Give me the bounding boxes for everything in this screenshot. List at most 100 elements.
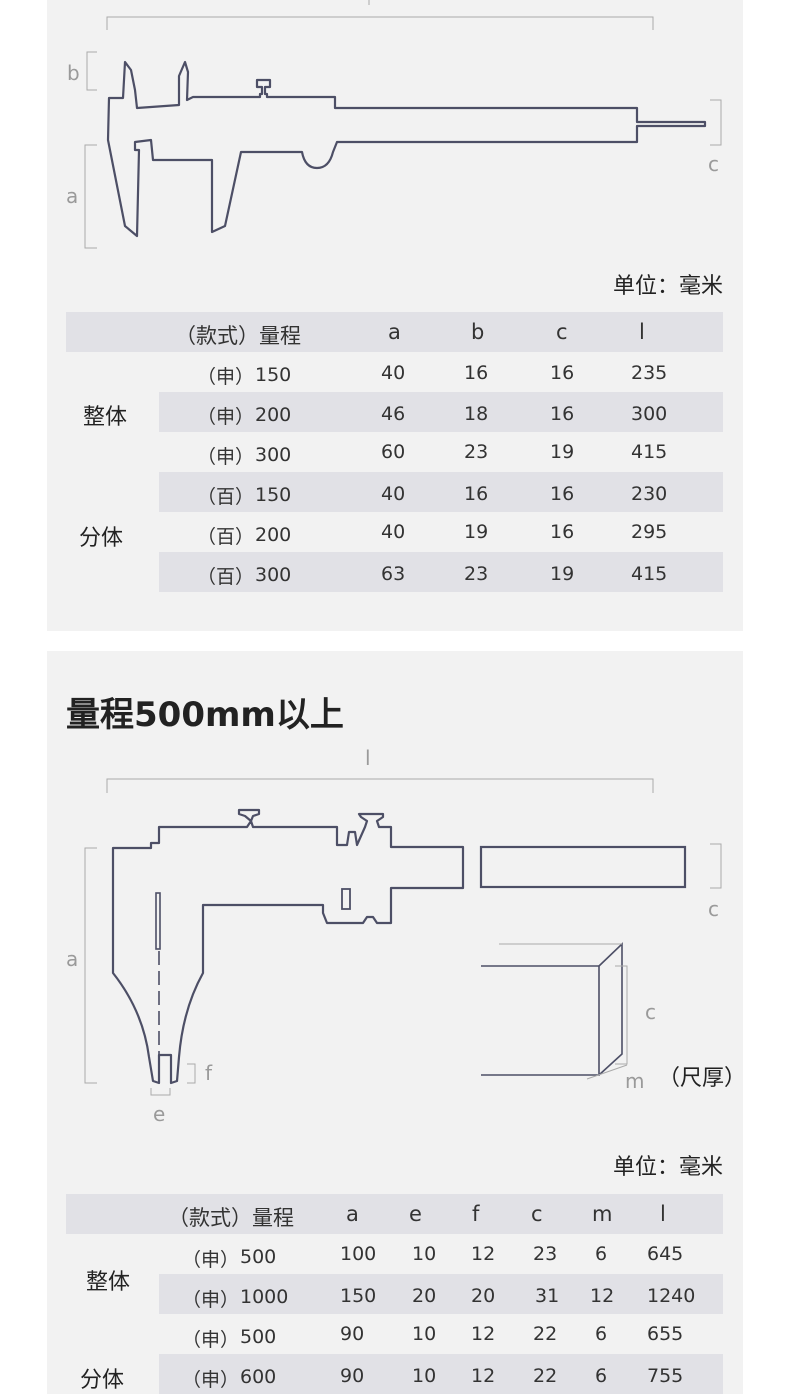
cell-e: 10 bbox=[412, 1323, 437, 1345]
cell-c: 23 bbox=[533, 1243, 558, 1265]
dim-label-c-thickness: c bbox=[645, 1000, 656, 1024]
cell-range: 1000 bbox=[240, 1286, 289, 1308]
cell-f: 12 bbox=[471, 1365, 496, 1387]
cell-b: 16 bbox=[464, 483, 489, 505]
header-c: c bbox=[531, 1202, 543, 1226]
cell-l: 230 bbox=[631, 483, 668, 505]
header-c: c bbox=[556, 320, 568, 344]
cell-c: 16 bbox=[550, 362, 575, 384]
cell-range: 300 bbox=[255, 444, 292, 466]
cell-style: （百） bbox=[197, 526, 255, 548]
cell-a: 40 bbox=[381, 483, 406, 505]
dim-label-m: m bbox=[625, 1069, 644, 1093]
cell-m: 6 bbox=[595, 1243, 608, 1265]
cell-c: 16 bbox=[550, 403, 575, 425]
cell-a: 63 bbox=[381, 563, 406, 585]
cell-a: 90 bbox=[340, 1365, 365, 1387]
cell-a: 100 bbox=[340, 1243, 377, 1265]
cell-range: 600 bbox=[240, 1366, 277, 1388]
cell-style: （申） bbox=[182, 1289, 240, 1311]
header-l: l bbox=[639, 320, 645, 344]
cell-l: 1240 bbox=[647, 1285, 696, 1307]
cell-range: 500 bbox=[240, 1246, 277, 1268]
cell-m: 12 bbox=[590, 1285, 615, 1307]
group-label: 分体 bbox=[80, 1368, 125, 1393]
header-style-range: （款式）量程 bbox=[168, 1206, 294, 1230]
cell-l: 415 bbox=[631, 441, 668, 463]
cell-style: （申） bbox=[182, 1369, 240, 1391]
group-label: 整体 bbox=[83, 405, 128, 430]
header-l: l bbox=[660, 1202, 666, 1226]
header-f: f bbox=[472, 1202, 480, 1226]
cell-range: 500 bbox=[240, 1326, 277, 1348]
cell-l: 415 bbox=[631, 563, 668, 585]
group-label: 整体 bbox=[86, 1270, 131, 1295]
caliper-diagram-large: l a c f e c m bbox=[66, 746, 722, 1126]
spec-card-small-range: b a c 单位：毫米 （款式）量程 a b c l 整体 分体 （申） 150… bbox=[47, 0, 743, 631]
cell-e: 20 bbox=[412, 1285, 437, 1307]
row-stripe bbox=[159, 392, 723, 432]
table-header-row bbox=[66, 312, 723, 352]
cell-l: 295 bbox=[631, 521, 668, 543]
section-title: 量程500mm以上 bbox=[66, 695, 344, 735]
header-style-range: （款式）量程 bbox=[175, 324, 301, 348]
cell-m: 6 bbox=[595, 1365, 608, 1387]
header-b: b bbox=[471, 320, 485, 344]
cell-l: 655 bbox=[647, 1323, 684, 1345]
cell-m: 6 bbox=[595, 1323, 608, 1345]
cell-c: 16 bbox=[550, 483, 575, 505]
cell-l: 755 bbox=[647, 1365, 684, 1387]
cell-f: 20 bbox=[471, 1285, 496, 1307]
cell-c: 31 bbox=[535, 1285, 560, 1307]
row-stripe bbox=[159, 1274, 723, 1314]
cell-c: 22 bbox=[533, 1365, 558, 1387]
unit-label: 单位：毫米 bbox=[612, 1155, 723, 1180]
dim-label-c: c bbox=[708, 897, 719, 921]
cell-b: 23 bbox=[464, 563, 489, 585]
dim-label-c: c bbox=[708, 152, 719, 176]
cell-style: （百） bbox=[197, 486, 255, 508]
group-label: 分体 bbox=[79, 526, 124, 551]
cell-range: 200 bbox=[255, 524, 292, 546]
row-stripe bbox=[159, 472, 723, 512]
cell-style: （百） bbox=[197, 566, 255, 588]
cell-l: 645 bbox=[647, 1243, 684, 1265]
cell-l: 300 bbox=[631, 403, 668, 425]
cell-range: 150 bbox=[255, 484, 292, 506]
cell-f: 12 bbox=[471, 1323, 496, 1345]
cell-b: 18 bbox=[464, 403, 489, 425]
row-stripe bbox=[159, 1354, 723, 1394]
cell-style: （申） bbox=[197, 446, 255, 468]
dim-label-b: b bbox=[67, 61, 80, 85]
dim-label-l: l bbox=[365, 746, 371, 770]
header-m: m bbox=[592, 1202, 613, 1226]
unit-label: 单位：毫米 bbox=[612, 274, 723, 299]
cell-f: 12 bbox=[471, 1243, 496, 1265]
cell-range: 200 bbox=[255, 404, 292, 426]
header-a: a bbox=[388, 320, 401, 344]
cell-style: （申） bbox=[182, 1249, 240, 1271]
row-stripe bbox=[159, 552, 723, 592]
cell-c: 19 bbox=[550, 563, 575, 585]
cell-a: 46 bbox=[381, 403, 406, 425]
cell-a: 60 bbox=[381, 441, 406, 463]
cell-a: 40 bbox=[381, 521, 406, 543]
cell-range: 300 bbox=[255, 564, 292, 586]
cell-b: 19 bbox=[464, 521, 489, 543]
thickness-label: （尺厚） bbox=[658, 1066, 747, 1091]
cell-style: （申） bbox=[197, 366, 255, 388]
cell-range: 150 bbox=[255, 364, 292, 386]
cell-a: 150 bbox=[340, 1285, 377, 1307]
cell-l: 235 bbox=[631, 362, 668, 384]
cell-b: 23 bbox=[464, 441, 489, 463]
cell-c: 22 bbox=[533, 1323, 558, 1345]
spec-card-large-range: 量程500mm以上 l a c f e c m （尺厚） bbox=[47, 651, 747, 1394]
cell-e: 10 bbox=[412, 1365, 437, 1387]
header-a: a bbox=[346, 1202, 359, 1226]
dim-label-e: e bbox=[153, 1102, 165, 1126]
cell-c: 19 bbox=[550, 441, 575, 463]
dim-label-f: f bbox=[205, 1061, 213, 1085]
cell-c: 16 bbox=[550, 521, 575, 543]
cell-b: 16 bbox=[464, 362, 489, 384]
header-e: e bbox=[409, 1202, 422, 1226]
